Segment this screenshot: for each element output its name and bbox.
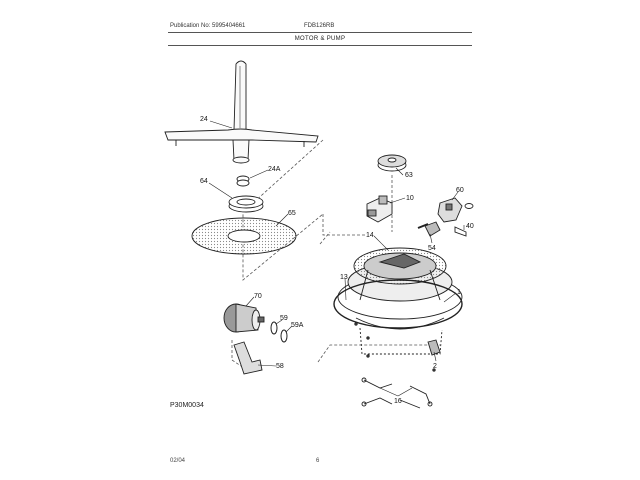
callout-58: 58: [276, 363, 284, 370]
diagram-reference-code: P30M0034: [170, 402, 204, 409]
callout-64: 64: [200, 178, 208, 185]
housing-screws: [354, 322, 436, 372]
header-rule-bottom: [168, 45, 472, 46]
callout-63: 63: [405, 172, 413, 179]
motor-o-rings: [270, 321, 288, 343]
callout-2: 2: [433, 363, 437, 370]
callout-54: 54: [428, 245, 436, 252]
spray-arm-ring: [236, 175, 250, 187]
callout-40: 40: [466, 223, 474, 230]
callout-24: 24: [200, 116, 208, 123]
publication-number: Publication No: 5995404661: [170, 23, 246, 29]
drain-solenoid: [437, 197, 463, 223]
callout-leaders: [208, 120, 465, 397]
callout-1: 1: [457, 289, 461, 296]
wash-motor: [223, 303, 265, 333]
callout-60: 60: [456, 187, 464, 194]
callout-24a: 24A: [268, 166, 281, 173]
footer-page-number: 6: [316, 458, 320, 464]
motor-mount-bracket: [233, 341, 263, 375]
callout-59: 59: [280, 315, 288, 322]
pump-valve: [366, 195, 393, 223]
callout-13: 13: [340, 274, 348, 281]
fine-filter-screen: [191, 217, 297, 255]
diagram-title: MOTOR & PUMP: [294, 36, 346, 42]
callout-14: 14: [366, 232, 374, 239]
footer-date: 02/04: [170, 458, 186, 464]
filter-hub: [228, 195, 264, 213]
pump-housing: [337, 247, 463, 355]
callout-59a: 59A: [291, 322, 304, 329]
pump-clamp: [427, 339, 441, 356]
model-number: FDB126RB: [304, 23, 335, 29]
callout-16: 16: [394, 398, 402, 405]
wash-arm-cap: [377, 154, 407, 172]
header-rule-top: [168, 32, 472, 33]
callout-70: 70: [254, 293, 262, 300]
lower-spray-arm: [164, 60, 319, 164]
callout-labels: 24 24A 64 65 63 10 60 40 54 14 13 1 70 5…: [200, 116, 474, 405]
solenoid-link: [454, 203, 474, 237]
pump-seal-gasket: [333, 279, 463, 329]
callout-10: 10: [406, 195, 414, 202]
callout-65: 65: [288, 210, 296, 217]
drain-hose-fitting: [417, 221, 441, 237]
pump-mounting-brackets: [361, 377, 433, 409]
